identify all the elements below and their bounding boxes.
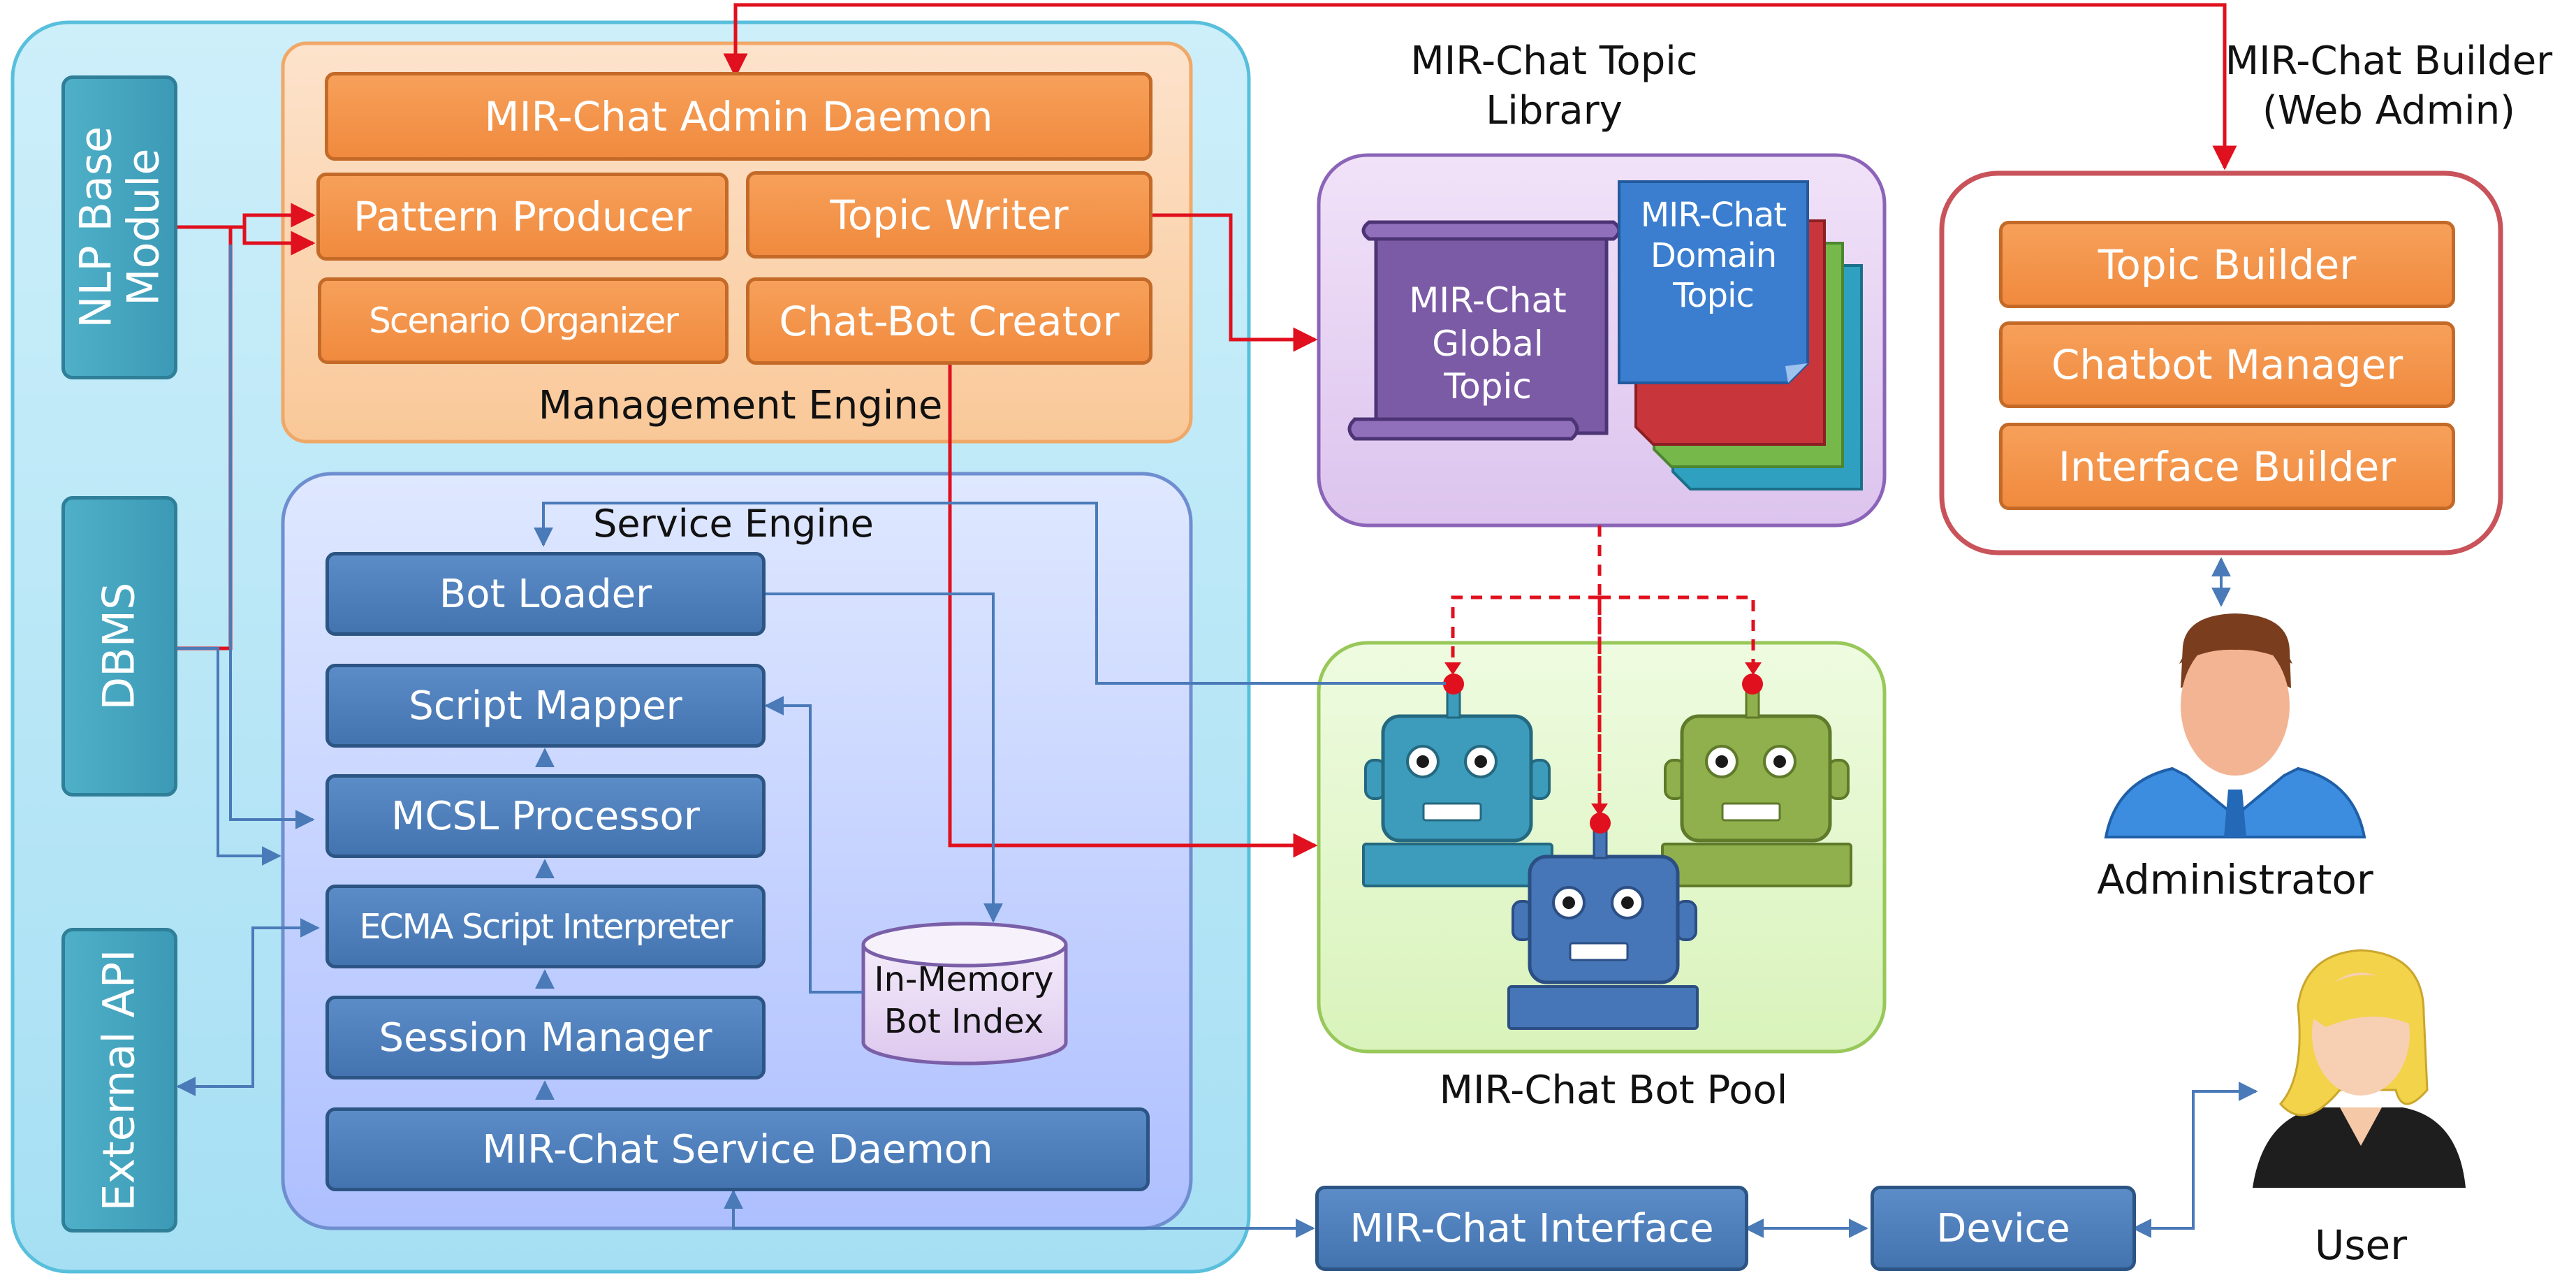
robot-green [1661, 687, 1852, 887]
chatbot-creator-label: Chat-Bot Creator [779, 297, 1120, 345]
management-engine-label: Management Engine [538, 383, 943, 428]
administrator-label: Administrator [2097, 856, 2373, 903]
blue-connectors [176, 245, 2258, 1238]
scenario-organizer-label: Scenario Organizer [369, 300, 679, 341]
dbms-module: DBMS [61, 496, 177, 797]
robot-blue [1362, 687, 1553, 887]
dbms-label: DBMS [93, 582, 145, 711]
mcsl-processor-label: MCSL Processor [391, 793, 700, 839]
chatbot-manager-label: Chatbot Manager [2051, 341, 2403, 388]
user-figure [2253, 949, 2466, 1188]
mcsl-processor-box: MCSL Processor [325, 774, 766, 858]
chat-interface-box: MIR-Chat Interface [1315, 1186, 1748, 1271]
ecma-interpreter-box: ECMA Script Interpreter [325, 885, 766, 968]
bot-pool-label: MIR-Chat Bot Pool [1439, 1068, 1788, 1113]
topic-builder-box: Topic Builder [1999, 221, 2455, 308]
in-memory-bot-index [861, 922, 1068, 1066]
script-mapper-box: Script Mapper [325, 664, 766, 748]
topic-writer-label: Topic Writer [830, 191, 1069, 239]
red-dots [1443, 662, 1763, 834]
topic-library-title: MIR-Chat Topic Library [1410, 38, 1698, 134]
external-api-label: External API [93, 949, 145, 1212]
nlp-base-module: NLP Base Module [61, 75, 177, 379]
in-memory-bot-index-label: In-Memory Bot Index [874, 960, 1054, 1041]
pattern-producer-label: Pattern Producer [353, 193, 692, 240]
session-manager-box: Session Manager [325, 996, 766, 1079]
domain-topic-stack [1618, 180, 1863, 490]
device-label: Device [1936, 1205, 2070, 1251]
domain-topic-label: MIR-Chat Domain Topic [1640, 196, 1787, 316]
chatbot-manager-box: Chatbot Manager [1999, 321, 2455, 408]
admin-daemon-label: MIR-Chat Admin Daemon [484, 92, 993, 140]
interface-builder-label: Interface Builder [2058, 442, 2396, 490]
topic-writer-box: Topic Writer [746, 171, 1152, 259]
bot-loader-label: Bot Loader [439, 571, 652, 617]
nlp-base-module-label: NLP Base Module [69, 126, 168, 328]
service-daemon-box: MIR-Chat Service Daemon [325, 1107, 1150, 1191]
chat-interface-label: MIR-Chat Interface [1349, 1205, 1714, 1251]
interface-builder-box: Interface Builder [1999, 423, 2455, 510]
device-box: Device [1871, 1186, 2136, 1271]
ecma-interpreter-label: ECMA Script Interpreter [359, 906, 733, 947]
builder-title: MIR-Chat Builder (Web Admin) [2225, 38, 2553, 134]
external-api-module: External API [61, 928, 177, 1233]
scenario-organizer-box: Scenario Organizer [318, 277, 729, 364]
topic-builder-label: Topic Builder [2098, 240, 2357, 289]
script-mapper-label: Script Mapper [409, 683, 682, 729]
session-manager-label: Session Manager [379, 1015, 712, 1061]
service-daemon-label: MIR-Chat Service Daemon [482, 1126, 993, 1172]
global-topic-scroll [1347, 220, 1621, 441]
global-topic-label: MIR-Chat Global Topic [1409, 280, 1567, 407]
chatbot-creator-box: Chat-Bot Creator [746, 277, 1152, 365]
user-label: User [2314, 1221, 2408, 1269]
admin-daemon-box: MIR-Chat Admin Daemon [325, 72, 1152, 161]
service-engine-label: Service Engine [593, 502, 874, 546]
administrator-figure [2104, 613, 2366, 838]
bot-loader-box: Bot Loader [325, 552, 766, 636]
red-dashed-connectors [1451, 525, 1755, 813]
pattern-producer-box: Pattern Producer [316, 173, 729, 261]
robot-navy [1507, 827, 1699, 1030]
